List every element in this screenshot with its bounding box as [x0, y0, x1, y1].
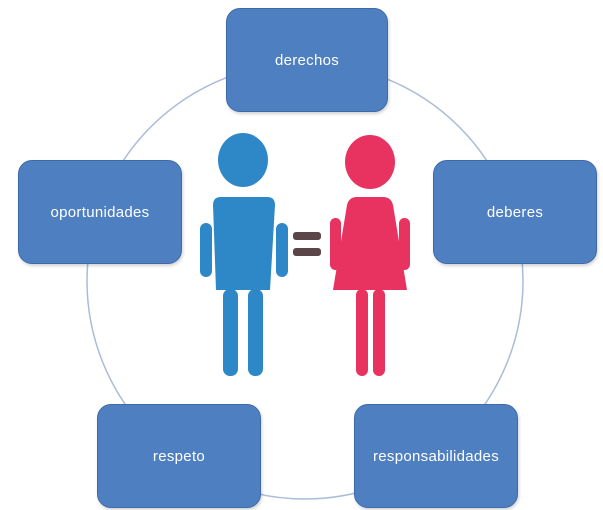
male-right-leg: [248, 289, 263, 376]
node-label: respeto: [152, 447, 206, 465]
female-dress: [333, 197, 407, 290]
female-figure-icon: [330, 135, 410, 376]
node-label: deberes: [486, 203, 544, 221]
node-label: derechos: [274, 51, 340, 69]
male-torso: [213, 197, 275, 290]
female-head: [345, 135, 395, 189]
male-left-leg: [223, 289, 238, 376]
node-oportunidades: oportunidades: [18, 160, 182, 264]
female-right-leg: [373, 289, 385, 376]
equals-bottom-bar: [293, 248, 321, 256]
male-left-arm: [200, 223, 212, 277]
male-head: [218, 133, 268, 187]
male-figure-icon: [200, 133, 288, 376]
node-deberes: deberes: [433, 160, 597, 264]
female-left-leg: [356, 289, 368, 376]
node-responsabilidades: responsabilidades: [354, 404, 518, 508]
node-label: oportunidades: [50, 203, 150, 221]
node-label: responsabilidades: [372, 447, 499, 465]
node-derechos: derechos: [226, 8, 388, 112]
male-right-arm: [276, 223, 288, 277]
female-left-arm: [330, 218, 341, 270]
female-right-arm: [399, 218, 410, 270]
equals-top-bar: [293, 232, 321, 240]
equals-sign-icon: [293, 232, 321, 256]
node-respeto: respeto: [97, 404, 261, 508]
